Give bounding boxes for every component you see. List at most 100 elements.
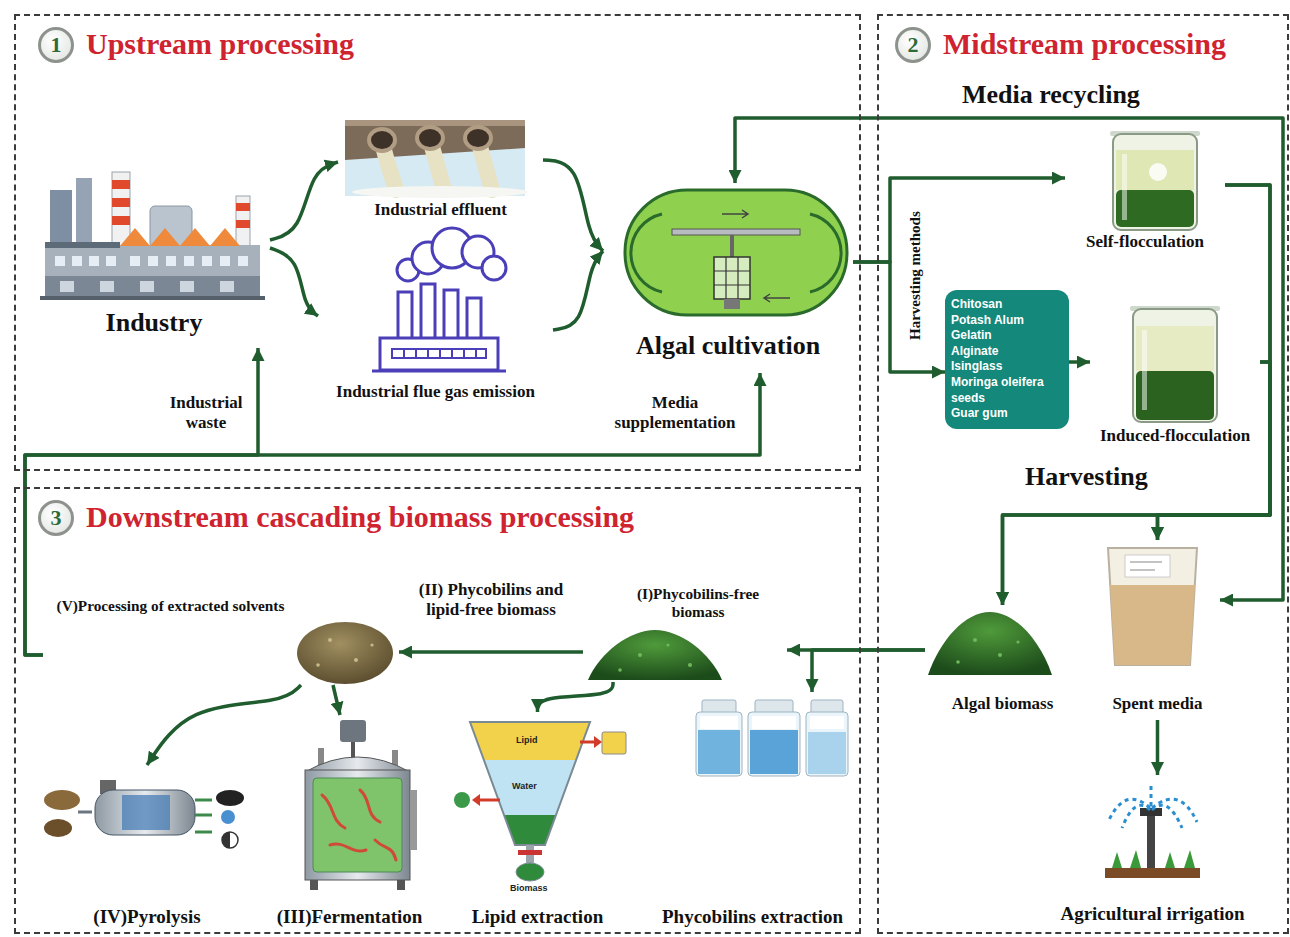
irrigation-sprinkler-part bbox=[1108, 799, 1150, 822]
fermentation-node: (III)Fermentation bbox=[262, 715, 437, 933]
irrigation-node: Agricultural irrigation bbox=[1035, 775, 1270, 933]
residual-biomass-ball-part bbox=[328, 638, 332, 642]
separating-funnel-part bbox=[470, 722, 590, 845]
self-flocculation-beaker-part bbox=[1122, 154, 1127, 220]
raceway-pond-illustration-part bbox=[810, 214, 841, 292]
industry-illustration-part bbox=[60, 281, 74, 292]
node-caption: Spent media bbox=[1112, 694, 1202, 714]
residual-biomass-ball-part bbox=[354, 658, 358, 662]
separating-funnel-part bbox=[478, 799, 500, 802]
algal-biomass-powder-part bbox=[956, 638, 1019, 664]
industry-illustration-part bbox=[45, 242, 120, 248]
flow-arrow bbox=[538, 682, 614, 712]
algal-biomass-powder-part bbox=[1016, 640, 1019, 643]
raceway-pond-illustration-part bbox=[724, 299, 740, 309]
flue-gas-illustration-part bbox=[380, 338, 498, 370]
pyrolysis-unit-part bbox=[78, 811, 92, 814]
flow-arrow bbox=[543, 160, 603, 251]
effluent-illustration-part bbox=[465, 127, 491, 149]
flow-arrow bbox=[812, 650, 925, 692]
industry-illustration-part bbox=[220, 281, 234, 292]
spent-media-node: Spent media bbox=[1095, 540, 1220, 720]
irrigation-sprinkler-part bbox=[1108, 786, 1197, 828]
step-badge: 1 bbox=[38, 27, 74, 63]
industry-illustration-part bbox=[89, 256, 99, 266]
pyrolysis-unit-part bbox=[95, 790, 195, 835]
industry-node: Industry bbox=[38, 168, 270, 348]
bioreactor-part bbox=[397, 880, 405, 890]
node-caption: Self-flocculation bbox=[1086, 232, 1204, 252]
cultivation-node: Algal cultivation bbox=[603, 183, 853, 373]
self-flocculation-beaker-part bbox=[1113, 134, 1197, 230]
separating-funnel-part bbox=[602, 732, 626, 754]
flue-gas-illustration bbox=[372, 228, 506, 371]
effluent-illustration-part bbox=[345, 120, 525, 126]
irrigation-sprinkler-part bbox=[1105, 868, 1200, 878]
separating-funnel-part bbox=[472, 794, 480, 806]
spent-media-cup-part bbox=[1108, 548, 1197, 665]
industry-illustration-part bbox=[112, 198, 130, 207]
industry-illustration-part bbox=[130, 256, 140, 266]
flocculant-name: Chitosan bbox=[951, 297, 1063, 313]
spent-media-cup-part bbox=[1125, 555, 1170, 577]
phycobilin-free-powder-part bbox=[688, 663, 692, 667]
section-heading: Downstream cascading biomass processing bbox=[86, 500, 634, 535]
raceway-pond-illustration-part bbox=[730, 235, 734, 257]
self-flocculation-beaker-part bbox=[1149, 163, 1167, 181]
flow-arrow bbox=[25, 373, 760, 655]
industry-illustration-part bbox=[45, 276, 260, 297]
self-flocculation-beaker-part bbox=[1116, 150, 1194, 190]
node-caption: Industrial effluent bbox=[374, 200, 507, 220]
separating-funnel-part bbox=[504, 815, 556, 845]
bioreactor-part bbox=[322, 795, 345, 828]
spent-media-cup-part bbox=[1110, 585, 1195, 665]
industry-illustration-part bbox=[238, 256, 248, 266]
irrigation-sprinkler-part bbox=[1140, 808, 1162, 816]
phycobilin-free-powder-part bbox=[618, 643, 692, 671]
flow-arrow bbox=[853, 262, 945, 372]
separating-funnel-part bbox=[454, 792, 470, 808]
algal-biomass-powder bbox=[928, 612, 1052, 675]
node-caption: Phycobilins extraction bbox=[662, 906, 843, 928]
phycobilin-bottles-part bbox=[748, 712, 800, 776]
pyrolysis-unit-part bbox=[122, 795, 170, 830]
node-caption: (IV)Pyrolysis bbox=[93, 906, 200, 928]
phycobilin-free-powder bbox=[588, 630, 722, 680]
effluent-illustration-part bbox=[417, 127, 443, 149]
industry-illustration-part bbox=[120, 228, 240, 246]
bioreactor-part bbox=[375, 840, 396, 860]
bioreactor-part bbox=[330, 844, 366, 851]
flue-gas-illustration-part bbox=[372, 370, 506, 373]
flow-arrow bbox=[1156, 720, 1160, 775]
flocculant-name: Moringa oleifera seeds bbox=[951, 375, 1063, 406]
bioreactor-part bbox=[340, 720, 366, 742]
spent-media-cup-part bbox=[1130, 562, 1162, 570]
pyrolysis-unit-part bbox=[44, 790, 80, 810]
pyrolysis-unit-part bbox=[195, 800, 212, 832]
pyrolysis-node: (IV)Pyrolysis bbox=[38, 765, 256, 933]
node-caption: Algal biomass bbox=[952, 694, 1054, 714]
residual-biomass-node: (V)Processing of extracted solvents bbox=[43, 595, 399, 685]
node-caption: Agricultural irrigation bbox=[1060, 903, 1244, 925]
industry-illustration-part bbox=[50, 190, 72, 250]
phycobilin-bottles-part bbox=[750, 730, 798, 774]
industry-illustration-part bbox=[112, 216, 130, 225]
raceway-pond-illustration-part bbox=[625, 190, 847, 315]
step-badge: 3 bbox=[38, 500, 74, 536]
node-caption: Industrial flue gas emission bbox=[336, 382, 535, 402]
flocculant-box: ChitosanPotash AlumGelatinAlginateIsingl… bbox=[945, 290, 1069, 429]
industry-illustration-part bbox=[236, 220, 250, 228]
irrigation-sprinkler bbox=[1105, 786, 1200, 878]
industry-illustration-part bbox=[112, 180, 130, 189]
flue-gas-node: Industrial flue gas emission bbox=[318, 236, 553, 408]
flow-arrow bbox=[399, 650, 583, 654]
residual-biomass-ball-part bbox=[316, 663, 320, 667]
flue-gas-illustration-part bbox=[398, 292, 412, 340]
raceway-pond-illustration-part bbox=[672, 229, 800, 235]
industry-illustration-part bbox=[60, 281, 234, 292]
node-caption: Induced-flocculation bbox=[1100, 426, 1250, 446]
raceway-pond-illustration-part bbox=[714, 257, 750, 299]
residual-biomass-ball-part bbox=[297, 622, 393, 684]
industry-illustration-part bbox=[180, 281, 194, 292]
raceway-pond-illustration-part bbox=[722, 210, 748, 218]
